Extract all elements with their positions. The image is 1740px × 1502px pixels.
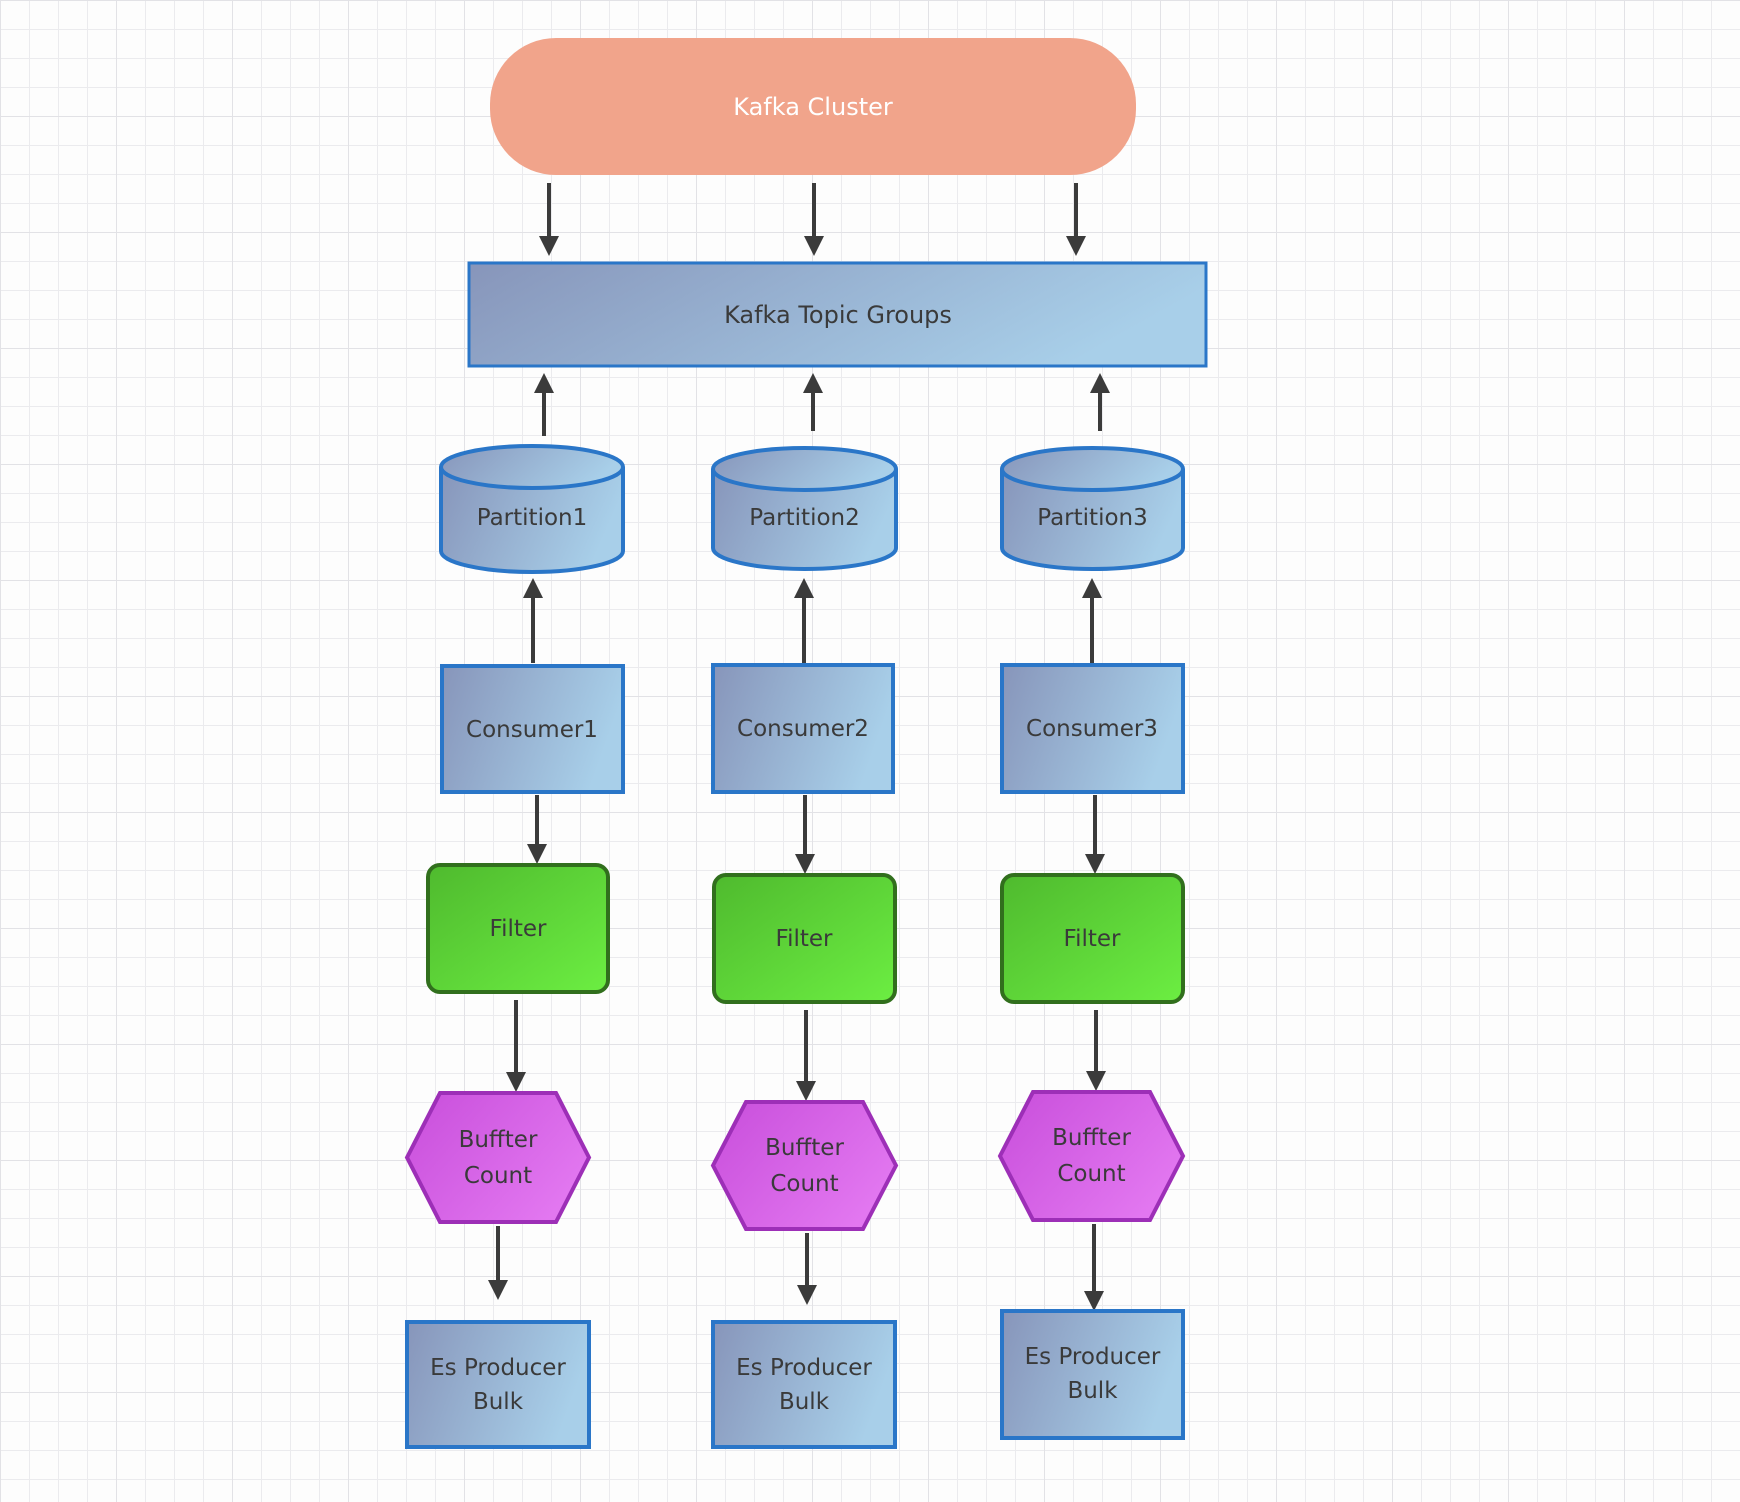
- node-buffer-count-2: Buffter Count: [710, 1100, 899, 1231]
- node-es-producer-bulk-1: Es Producer Bulk: [405, 1320, 591, 1449]
- node-partition-2: Partition2: [711, 446, 898, 571]
- buffer-count-3-line-1: Buffter: [1052, 1125, 1131, 1151]
- filter-2-label: Filter: [776, 926, 834, 952]
- node-partition-1: Partition1: [439, 444, 625, 574]
- buffer-count-3-line-2: Count: [1057, 1161, 1125, 1187]
- es-producer-bulk-2-line-2: Bulk: [779, 1389, 830, 1415]
- arrows-filters-to-buffers: [506, 1000, 1106, 1101]
- partition-2-label: Partition2: [749, 505, 860, 531]
- arrows-consumers-to-filters: [527, 795, 1105, 874]
- buffer-count-2-line-2: Count: [770, 1171, 838, 1197]
- es-producer-bulk-2-line-1: Es Producer: [736, 1355, 872, 1381]
- consumer-1-label: Consumer1: [466, 717, 598, 743]
- partition-1-label: Partition1: [477, 505, 588, 531]
- partition-3-label: Partition3: [1037, 505, 1148, 531]
- buffer-count-2-line-1: Buffter: [765, 1135, 844, 1161]
- node-buffer-count-3: Buffter Count: [997, 1090, 1186, 1222]
- arrows-cluster-to-topic: [539, 183, 1086, 256]
- node-consumer-3: Consumer3: [1000, 663, 1185, 794]
- buffer-count-1-line-2: Count: [464, 1163, 532, 1189]
- node-consumer-1: Consumer1: [440, 664, 625, 794]
- consumer-2-label: Consumer2: [737, 716, 869, 742]
- kafka-topic-groups-label: Kafka Topic Groups: [724, 301, 952, 329]
- filter-1-label: Filter: [490, 916, 548, 942]
- node-kafka-topic-groups: Kafka Topic Groups: [467, 261, 1208, 368]
- consumer-3-label: Consumer3: [1026, 716, 1158, 742]
- arrows-buffers-to-producers: [488, 1224, 1104, 1311]
- node-partition-3: Partition3: [1000, 446, 1185, 571]
- node-filter-3: Filter: [1000, 873, 1185, 1004]
- filter-3-label: Filter: [1064, 926, 1122, 952]
- es-producer-bulk-1-line-1: Es Producer: [430, 1355, 566, 1381]
- es-producer-bulk-3-line-2: Bulk: [1067, 1378, 1118, 1404]
- node-buffer-count-1: Buffter Count: [404, 1091, 592, 1224]
- node-consumer-2: Consumer2: [711, 663, 895, 794]
- arrows-partitions-to-topic: [534, 373, 1110, 436]
- es-producer-bulk-1-line-2: Bulk: [473, 1389, 524, 1415]
- es-producer-bulk-3-line-1: Es Producer: [1025, 1344, 1161, 1370]
- node-filter-2: Filter: [712, 873, 897, 1004]
- node-es-producer-bulk-3: Es Producer Bulk: [1000, 1309, 1185, 1440]
- buffer-count-1-line-1: Buffter: [459, 1127, 538, 1153]
- kafka-cluster-label: Kafka Cluster: [733, 93, 893, 121]
- arrows-consumers-to-partitions: [523, 578, 1102, 663]
- node-es-producer-bulk-2: Es Producer Bulk: [711, 1320, 897, 1449]
- node-kafka-cluster: Kafka Cluster: [490, 38, 1136, 175]
- node-filter-1: Filter: [426, 863, 610, 994]
